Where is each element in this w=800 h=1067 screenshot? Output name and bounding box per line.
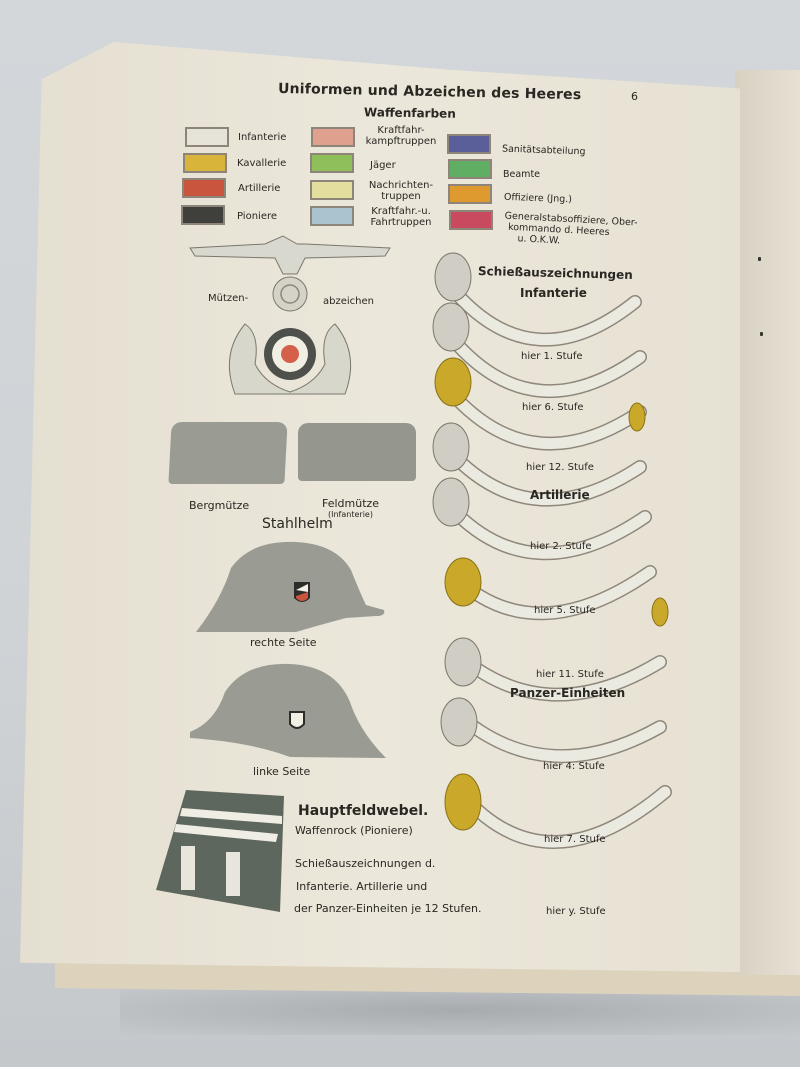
tab-heading: Hauptfeldwebel. xyxy=(298,803,429,819)
section-panzer: Panzer-Einheiten xyxy=(510,686,626,700)
bergmuetze-label: Bergmütze xyxy=(189,499,250,512)
helmet-right-side-illustration xyxy=(196,541,385,632)
legend-label: Kraftfahr.-u.Fahrtruppen xyxy=(370,206,432,228)
legend-label: Nachrichten-truppen xyxy=(368,180,434,202)
legend-label: Artillerie xyxy=(238,183,281,194)
cap-badge-label-left: Mützen- xyxy=(208,293,249,304)
tab-subheading: Waffenrock (Pioniere) xyxy=(295,824,413,837)
swatch-offiziere xyxy=(448,184,492,204)
legend-label: Offiziere (Jng.) xyxy=(503,191,573,206)
acorn-silver-icon xyxy=(432,252,482,747)
level-label: hier 7. Stufe xyxy=(544,834,606,845)
swatch-artillerie xyxy=(182,178,226,198)
section-artillerie: Artillerie xyxy=(530,488,590,502)
facing-page xyxy=(735,70,800,975)
legend-label: Pioniere xyxy=(237,211,278,222)
legend-label: Beamte xyxy=(503,169,541,180)
swatch-pioniere xyxy=(181,205,225,225)
eagle-emblem-icon xyxy=(189,235,391,312)
helmet-left-side-illustration xyxy=(190,663,386,758)
section-subtitle: Waffenfarben xyxy=(363,105,456,121)
note-line-1: Schießauszeichnungen d. xyxy=(295,857,436,870)
level-label: hier 4: Stufe xyxy=(543,761,605,772)
swatch-kavallerie xyxy=(183,153,227,173)
note-line-2: Infanterie. Artillerie und xyxy=(296,880,428,893)
helmet-right-label: rechte Seite xyxy=(250,636,317,649)
level-label: hier 2. Stufe xyxy=(530,541,592,552)
level-label: hier y. Stufe xyxy=(546,906,606,917)
eagle-shield-icon xyxy=(289,711,305,729)
tricolor-shield-icon xyxy=(294,582,310,602)
section-infanterie: Infanterie xyxy=(520,286,587,300)
swatch-jaeger xyxy=(310,153,354,173)
litze-icon xyxy=(181,846,195,890)
wreath-roundel-icon xyxy=(228,323,352,395)
level-label: hier 1. Stufe xyxy=(521,351,583,362)
swatch-sanitaetsabteilung xyxy=(447,134,491,154)
binding-hole xyxy=(758,257,761,261)
note-line-3: der Panzer-Einheiten je 12 Stufen. xyxy=(294,902,482,915)
swatch-nachrichtentruppen xyxy=(310,180,354,200)
level-label: hier 11. Stufe xyxy=(536,669,604,680)
level-label: hier 6. Stufe xyxy=(522,402,584,413)
cap-badge-label-right: abzeichen xyxy=(323,296,374,307)
swatch-generalstab xyxy=(449,210,493,230)
binding-hole xyxy=(760,332,763,336)
litze-icon xyxy=(226,852,240,896)
feldmuetze-label: Feldmütze xyxy=(322,497,380,510)
swatch-infanterie xyxy=(185,127,229,147)
bergmuetze-illustration xyxy=(168,422,288,484)
helmet-left-label: linke Seite xyxy=(253,765,311,778)
legend-label: Infanterie xyxy=(238,132,287,143)
level-label: hier 12. Stufe xyxy=(526,462,594,473)
stahlhelm-heading: Stahlhelm xyxy=(262,516,333,532)
acorn-gold-icon xyxy=(434,357,669,831)
legend-label: Jäger xyxy=(370,160,396,171)
swatch-kraftfahrkampftruppen xyxy=(311,127,355,147)
collar-tab-illustration xyxy=(156,790,284,912)
level-label: hier 5. Stufe xyxy=(534,605,596,616)
feldmuetze-note: (Infanterie) xyxy=(328,510,373,519)
legend-label: Kraftfahr-kampftruppen xyxy=(365,125,437,147)
legend-label: Kavallerie xyxy=(237,158,287,169)
lanyards-illustration xyxy=(432,252,672,849)
swatch-kraftfahrtruppen xyxy=(310,206,354,226)
swatch-beamte xyxy=(448,159,492,179)
cap-badge-illustration xyxy=(189,235,391,395)
feldmuetze-illustration xyxy=(298,423,416,481)
page-number: 6 xyxy=(631,90,638,103)
